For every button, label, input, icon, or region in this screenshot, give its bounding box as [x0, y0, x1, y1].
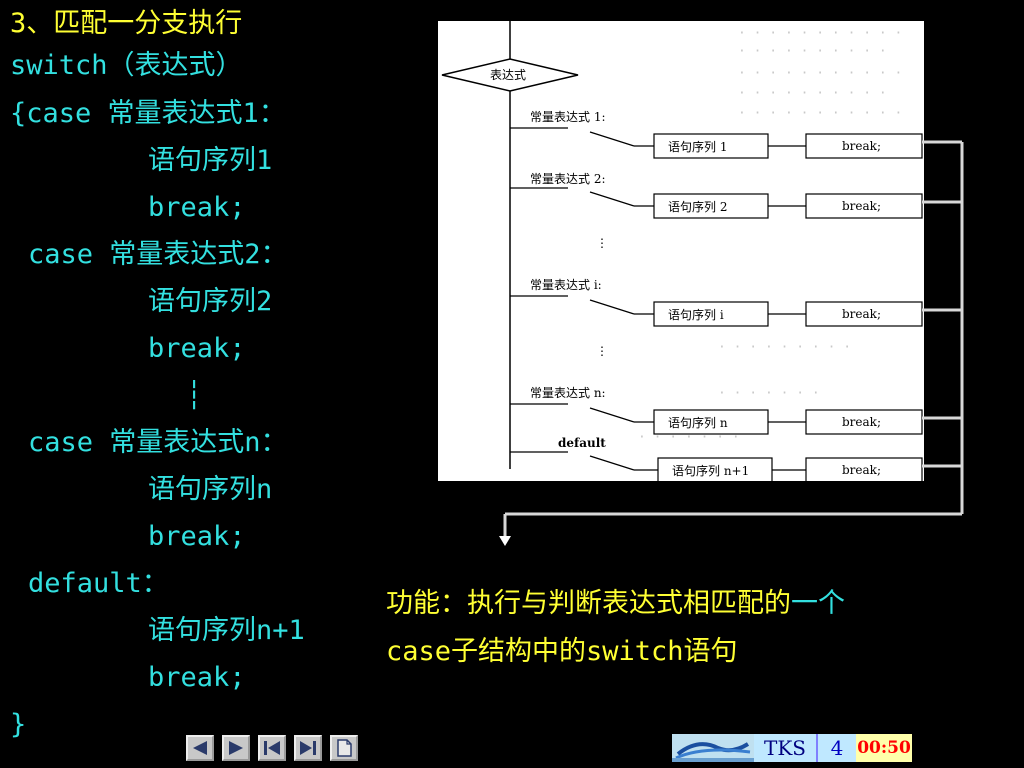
page-number: 4 — [816, 734, 856, 762]
case-switch — [589, 407, 635, 423]
switch-flow-diagram: · · · · · · · · · · · · · · · · · · · · … — [438, 21, 924, 481]
code-line: case 常量表达式2： — [28, 239, 288, 270]
function-text-3: case子结构中的switch语句 — [386, 636, 738, 667]
break-label: break; — [842, 307, 881, 321]
code-line: 语句序列1 — [148, 145, 273, 176]
decision-diamond — [441, 58, 579, 92]
code-line: 语句序列n+1 — [148, 615, 305, 646]
svg-text:· · · · · · · · · · ·: · · · · · · · · · · · — [738, 26, 902, 41]
function-label: 功能： — [386, 588, 467, 619]
svg-text:· · · · · · · · · · ·: · · · · · · · · · · · — [738, 106, 902, 121]
statement-label: 语句序列 i — [668, 307, 724, 322]
break-box — [805, 133, 923, 159]
skip-last-icon — [300, 741, 316, 755]
code-line: break; — [148, 521, 246, 552]
statement-label: 语句序列 2 — [668, 199, 727, 214]
school-logo-icon — [672, 734, 754, 762]
ellipsis-2: ⋮ — [596, 344, 608, 358]
case-label: default — [558, 436, 606, 450]
exit-arrow-head — [499, 536, 511, 546]
code-line: break; — [148, 333, 246, 364]
code-line: default： — [28, 568, 169, 599]
statement-box — [653, 133, 769, 159]
brand-badge: TKS — [754, 734, 816, 762]
svg-text:· · · · · · · · · · ·: · · · · · · · · · · · — [738, 66, 902, 81]
slide-nav-bar — [186, 735, 358, 761]
flow-diagram-svg: · · · · · · · · · · · · · · · · · · · · … — [441, 21, 923, 481]
break-box — [805, 457, 923, 481]
function-description: 功能：执行与判断表达式相匹配的一个 case子结构中的switch语句 — [386, 580, 986, 676]
case-rows: 常量表达式 1: 语句序列 1 break; 常量表达式 2: 语句序列 2 break;… — [510, 110, 923, 481]
prev-slide-button[interactable] — [186, 735, 214, 761]
triangle-left-icon — [193, 741, 207, 755]
break-label: break; — [842, 199, 881, 213]
slide-title: 3、匹配一分支执行 — [10, 8, 243, 39]
break-label: break; — [842, 415, 881, 429]
triangle-right-icon — [229, 741, 243, 755]
notes-button[interactable] — [330, 735, 358, 761]
elapsed-timer: 00:50 — [856, 734, 912, 762]
case-switch — [589, 299, 635, 315]
case-switch — [589, 131, 635, 147]
statement-label: 语句序列 1 — [668, 139, 727, 154]
function-text-2: 一个 — [791, 588, 845, 619]
statement-label: 语句序列 n — [668, 415, 728, 430]
case-label: 常量表达式 2: — [530, 172, 606, 186]
svg-text:· · · · · · · · ·: · · · · · · · · · — [718, 340, 851, 355]
case-label: 常量表达式 n: — [530, 386, 606, 400]
scan-ghost-text: · · · · · · · · · · · · · · · · · · · · … — [638, 26, 902, 445]
code-line: 语句序列n — [148, 474, 273, 505]
code-line: break; — [148, 662, 246, 693]
svg-text:· · · · · · · · · ·: · · · · · · · · · · — [738, 44, 887, 59]
break-box — [805, 301, 923, 327]
first-slide-button[interactable] — [258, 735, 286, 761]
statement-label: 语句序列 n+1 — [672, 463, 749, 478]
function-text-1: 执行与判断表达式相匹配的 — [467, 588, 791, 619]
ellipsis-1: ⋮ — [596, 236, 608, 250]
svg-text:· · · · · · ·: · · · · · · · — [718, 386, 820, 401]
code-line: break; — [148, 192, 246, 223]
decision-label: 表达式 — [490, 68, 526, 82]
statement-box — [653, 193, 769, 219]
case-switch — [589, 191, 635, 207]
next-slide-button[interactable] — [222, 735, 250, 761]
code-line: } — [10, 709, 27, 740]
case-label: 常量表达式 1: — [530, 110, 606, 124]
code-line: ┆ — [186, 380, 203, 411]
code-line: {case 常量表达式1： — [10, 98, 286, 129]
svg-text:· · · · · · · · · ·: · · · · · · · · · · — [738, 86, 887, 101]
switch-header: switch（表达式） — [10, 50, 243, 81]
document-icon — [337, 739, 352, 757]
break-box — [805, 193, 923, 219]
break-label: break; — [842, 139, 881, 153]
skip-first-icon — [264, 741, 280, 755]
last-slide-button[interactable] — [294, 735, 322, 761]
statement-box — [653, 409, 769, 435]
code-line: case 常量表达式n： — [28, 427, 288, 458]
break-box — [805, 409, 923, 435]
case-label: 常量表达式 i: — [530, 278, 602, 292]
code-line: 语句序列2 — [148, 286, 273, 317]
status-bar: TKS 4 00:50 — [672, 734, 912, 762]
break-label: break; — [842, 463, 881, 477]
case-switch — [589, 455, 635, 471]
